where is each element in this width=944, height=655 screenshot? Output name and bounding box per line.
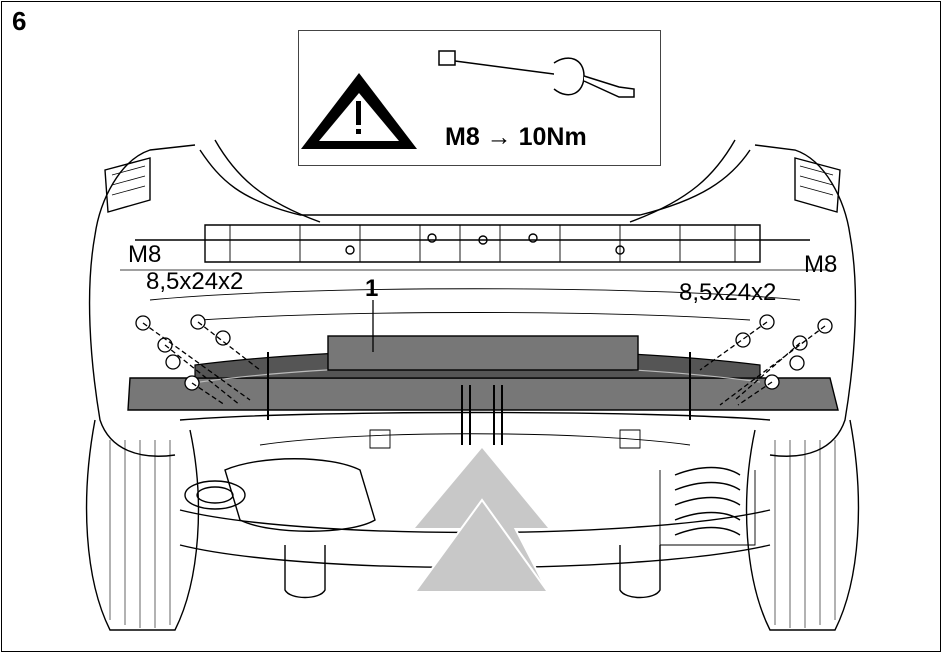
right-bolt-spec-label: 8,5x24x2 bbox=[679, 279, 777, 306]
step-number: 6 bbox=[12, 6, 27, 36]
right-bolt-size-label: M8 bbox=[804, 251, 838, 278]
part-number-label: 1 bbox=[365, 275, 379, 302]
lift-arrow bbox=[412, 446, 551, 593]
torque-spec-panel: M8 → 10Nm bbox=[298, 30, 661, 166]
left-bolts bbox=[135, 314, 261, 406]
right-bolts bbox=[699, 314, 833, 406]
warning-triangle-icon bbox=[301, 73, 417, 149]
left-bolt-spec-label: 8,5x24x2 bbox=[146, 268, 244, 295]
torque-spec-text: M8 → 10Nm bbox=[445, 123, 587, 151]
torque-wrench-icon bbox=[438, 50, 635, 98]
left-bolt-size-label: M8 bbox=[128, 241, 162, 268]
tow-bar-crossmember bbox=[127, 335, 839, 445]
